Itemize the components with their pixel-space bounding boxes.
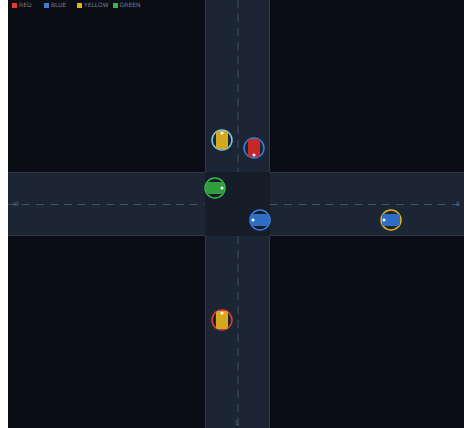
intersection-illustration bbox=[8, 0, 464, 428]
car-green-center bbox=[205, 178, 225, 198]
car-blue-center bbox=[250, 210, 270, 230]
legend-swatch bbox=[44, 3, 49, 8]
car-yellow-north bbox=[212, 130, 232, 150]
direction-label: W bbox=[13, 201, 19, 207]
direction-label: E bbox=[456, 201, 460, 207]
legend-swatch bbox=[12, 3, 17, 8]
legend-entry: RED bbox=[12, 2, 32, 8]
legend-entry: GREEN bbox=[113, 2, 141, 8]
legend-text: YELLOW bbox=[84, 2, 109, 8]
legend-text: RED bbox=[19, 2, 32, 8]
legend-swatch bbox=[77, 3, 82, 8]
car-yellow-south bbox=[212, 310, 232, 330]
car-blue-east bbox=[381, 210, 401, 230]
legend-entry: BLUE bbox=[44, 2, 66, 8]
legend-swatch bbox=[113, 3, 118, 8]
car-red-north bbox=[244, 138, 264, 158]
legend-text: GREEN bbox=[120, 2, 141, 8]
sim-canvas: W E S RED BLUE YELLOW GREEN bbox=[8, 0, 464, 428]
direction-label: S bbox=[235, 420, 239, 426]
legend-text: BLUE bbox=[51, 2, 66, 8]
legend-entry: YELLOW bbox=[77, 2, 109, 8]
